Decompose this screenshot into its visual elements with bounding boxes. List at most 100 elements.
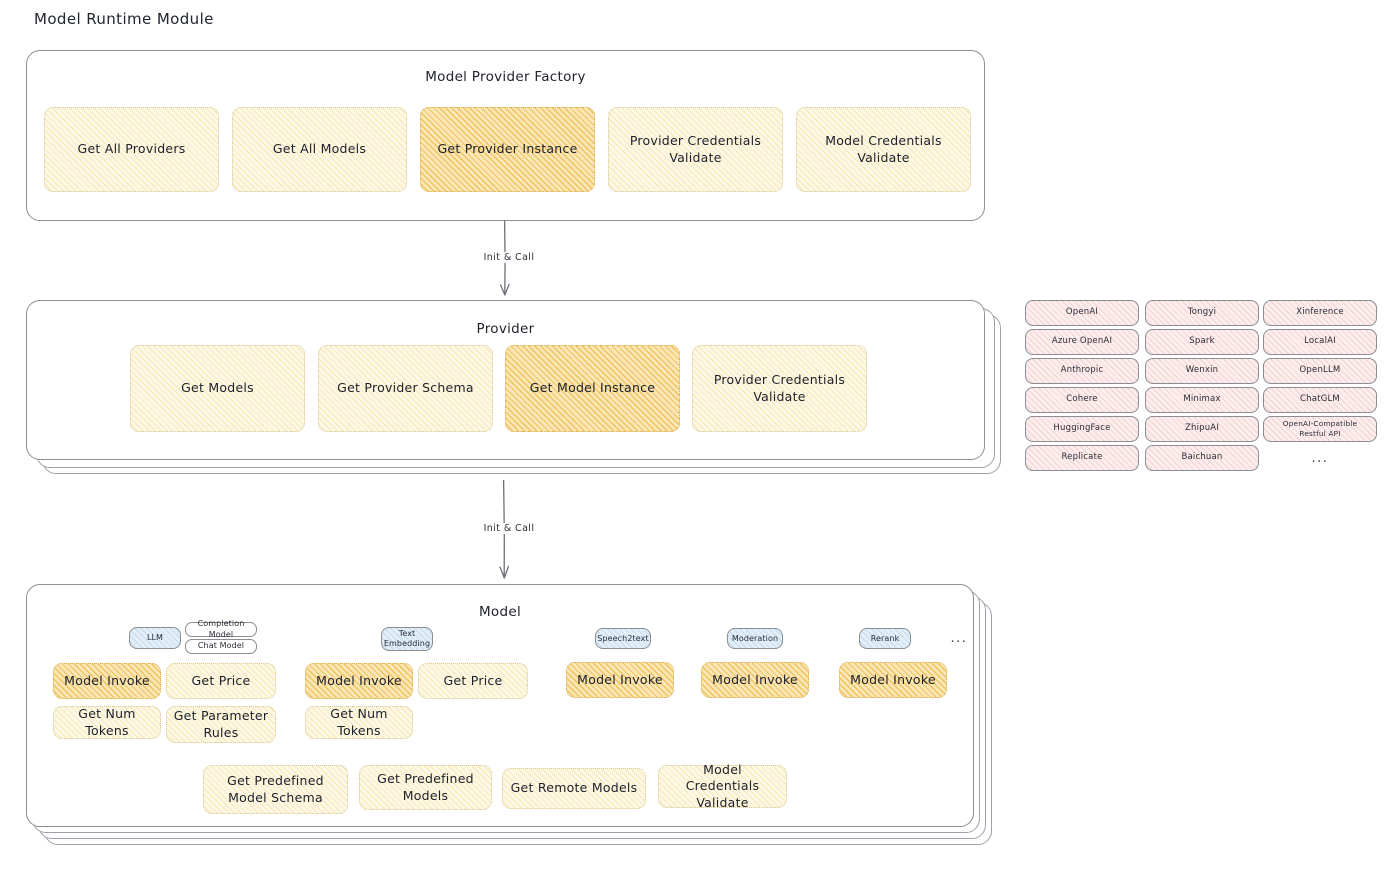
- model-type-label: LLM: [146, 633, 164, 642]
- node-label: Get Provider Instance: [437, 141, 578, 157]
- chip-label: Tongyi: [1187, 307, 1217, 318]
- model-type-label: Text Embedding: [383, 629, 431, 648]
- model-type-llm[interactable]: LLM: [129, 627, 181, 649]
- node-model-credentials-validate[interactable]: Model Credentials Validate: [796, 107, 971, 192]
- node-speech2text-model-invoke[interactable]: Model Invoke: [566, 662, 674, 698]
- chip-label: OpenLLM: [1299, 365, 1341, 376]
- chip-label: Xinference: [1296, 307, 1344, 318]
- node-label: Get All Models: [272, 141, 367, 157]
- page-title: Model Runtime Module: [34, 10, 214, 28]
- node-label: Get Predefined Model Schema: [227, 773, 324, 805]
- node-label: Model Credentials Validate: [825, 133, 942, 165]
- provider-chip-replicate[interactable]: Replicate: [1025, 445, 1139, 471]
- node-label: Get Models: [181, 380, 254, 396]
- provider-chip-cohere[interactable]: Cohere: [1025, 387, 1139, 413]
- node-label: Get All Providers: [77, 141, 186, 157]
- node-label: Get Remote Models: [510, 780, 638, 796]
- provider-chip-localai[interactable]: LocalAI: [1263, 329, 1377, 355]
- node-moderation-model-invoke[interactable]: Model Invoke: [701, 662, 809, 698]
- chip-label: Anthropic: [1060, 365, 1104, 376]
- model-type-speech2text[interactable]: Speech2text: [595, 628, 651, 649]
- model-subtype-label: Chat Model: [197, 641, 245, 651]
- provider-chip-openai[interactable]: OpenAI: [1025, 300, 1139, 326]
- model-panel: [26, 584, 974, 827]
- node-label: Get Predefined Models: [377, 771, 474, 803]
- node-label: Get Num Tokens: [330, 706, 388, 738]
- chip-label: ChatGLM: [1300, 394, 1340, 405]
- provider-chip-wenxin[interactable]: Wenxin: [1145, 358, 1259, 384]
- node-label: Model Invoke: [850, 671, 936, 687]
- node-llm-get-num-tokens[interactable]: Get Num Tokens: [53, 706, 161, 739]
- node-get-predefined-models[interactable]: Get Predefined Models: [359, 765, 492, 810]
- node-text-embedding-get-num-tokens[interactable]: Get Num Tokens: [305, 706, 413, 739]
- chip-label: LocalAI: [1304, 336, 1336, 347]
- node-label: Model Invoke: [712, 671, 798, 687]
- node-label: Get Price: [191, 672, 251, 688]
- provider-chip-baichuan[interactable]: Baichuan: [1145, 445, 1259, 471]
- model-type-moderation[interactable]: Moderation: [727, 628, 783, 649]
- node-label: Get Num Tokens: [78, 706, 136, 738]
- arrow-label-init-and-call-2: Init & Call: [465, 523, 553, 534]
- node-provider-credentials-validate-2[interactable]: Provider Credentials Validate: [692, 345, 867, 432]
- model-type-label: Speech2text: [597, 633, 649, 643]
- node-get-all-models[interactable]: Get All Models: [232, 107, 407, 192]
- node-get-predefined-model-schema[interactable]: Get Predefined Model Schema: [203, 765, 348, 814]
- model-subtype-label: Completion Model: [197, 618, 245, 639]
- node-label: Get Parameter Rules: [173, 708, 269, 740]
- provider-chip-zhipuai[interactable]: ZhipuAI: [1145, 416, 1259, 442]
- model-type-rerank[interactable]: Rerank: [859, 628, 911, 649]
- chip-label: Spark: [1189, 336, 1215, 347]
- node-model-credentials-validate-3[interactable]: Model Credentials Validate: [658, 762, 787, 810]
- node-text-embedding-model-invoke[interactable]: Model Invoke: [305, 663, 413, 699]
- provider-chip-openai-compatible-restful-api[interactable]: OpenAI-Compatible Restful API: [1263, 416, 1377, 442]
- provider-chip-spark[interactable]: Spark: [1145, 329, 1259, 355]
- provider-chip-anthropic[interactable]: Anthropic: [1025, 358, 1139, 384]
- provider-chip-azure-openai[interactable]: Azure OpenAI: [1025, 329, 1139, 355]
- node-get-model-instance[interactable]: Get Model Instance: [505, 345, 680, 432]
- chip-label: Minimax: [1183, 394, 1221, 405]
- node-label: Model Invoke: [64, 672, 150, 688]
- provider-chip-minimax[interactable]: Minimax: [1145, 387, 1259, 413]
- chip-label: Baichuan: [1181, 452, 1223, 463]
- chip-label: HuggingFace: [1053, 423, 1111, 434]
- node-get-provider-instance[interactable]: Get Provider Instance: [420, 107, 595, 192]
- model-type-label: Moderation: [731, 633, 779, 643]
- provider-title: Provider: [476, 321, 535, 337]
- model-subtype-completion-model[interactable]: Completion Model: [185, 618, 257, 639]
- node-label: Model Invoke: [316, 672, 402, 688]
- chip-label: Replicate: [1061, 452, 1103, 463]
- model-type-text-embedding[interactable]: Text Embedding: [381, 627, 433, 651]
- model-type-label: Rerank: [870, 633, 900, 643]
- chip-label: ZhipuAI: [1184, 423, 1220, 434]
- provider-chip-huggingface[interactable]: HuggingFace: [1025, 416, 1139, 442]
- chip-label: OpenAI-Compatible Restful API: [1282, 419, 1358, 438]
- provider-chip-tongyi[interactable]: Tongyi: [1145, 300, 1259, 326]
- chip-label: OpenAI: [1065, 307, 1099, 318]
- node-provider-credentials-validate[interactable]: Provider Credentials Validate: [608, 107, 783, 192]
- provider-chip-openllm[interactable]: OpenLLM: [1263, 358, 1377, 384]
- node-label: Model Invoke: [577, 671, 663, 687]
- node-get-models[interactable]: Get Models: [130, 345, 305, 432]
- node-label: Get Model Instance: [529, 380, 656, 396]
- provider-chip-chatglm[interactable]: ChatGLM: [1263, 387, 1377, 413]
- node-text-embedding-get-price[interactable]: Get Price: [418, 663, 528, 699]
- node-llm-model-invoke[interactable]: Model Invoke: [53, 663, 161, 699]
- node-label: Model Credentials Validate: [685, 761, 760, 810]
- model-title: Model: [478, 604, 522, 620]
- provider-chip-more: ...: [1311, 450, 1329, 466]
- model-subtype-chat-model[interactable]: Chat Model: [185, 639, 257, 654]
- provider-chip-xinference[interactable]: Xinference: [1263, 300, 1377, 326]
- chip-label: Cohere: [1066, 394, 1098, 405]
- node-label: Provider Credentials Validate: [629, 133, 762, 165]
- node-get-remote-models[interactable]: Get Remote Models: [502, 768, 646, 809]
- chip-label: Wenxin: [1185, 365, 1219, 376]
- node-label: Provider Credentials Validate: [713, 372, 846, 404]
- node-get-provider-schema[interactable]: Get Provider Schema: [318, 345, 493, 432]
- node-llm-get-parameter-rules[interactable]: Get Parameter Rules: [166, 706, 276, 743]
- node-label: Get Price: [443, 672, 503, 688]
- node-llm-get-price[interactable]: Get Price: [166, 663, 276, 699]
- model-provider-factory-title: Model Provider Factory: [425, 69, 586, 85]
- node-rerank-model-invoke[interactable]: Model Invoke: [839, 662, 947, 698]
- chip-label: Azure OpenAI: [1051, 336, 1113, 347]
- node-get-all-providers[interactable]: Get All Providers: [44, 107, 219, 192]
